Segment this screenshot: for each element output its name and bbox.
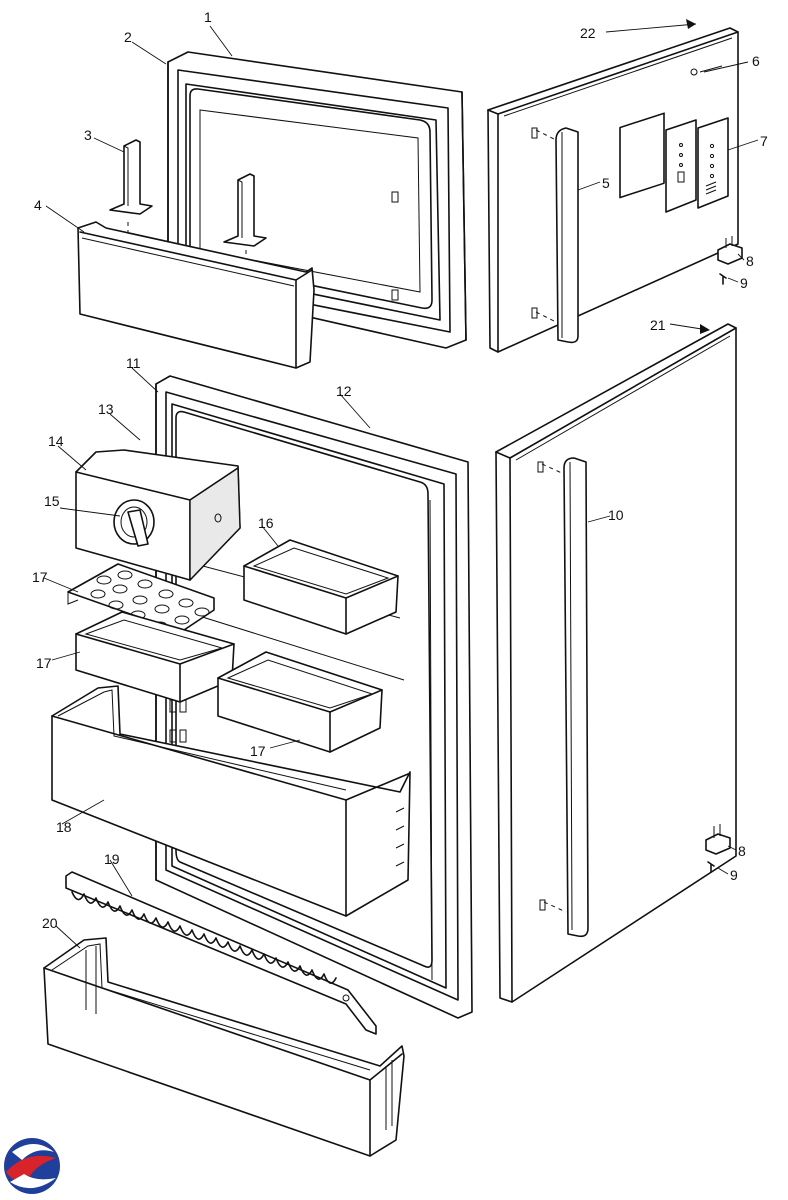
callout-labels: 1 2 3 4 5 6 7 8 9 10 11 12 13 14 15 16 1… <box>32 9 768 931</box>
door-box-left <box>75 611 235 703</box>
callout-9: 9 <box>740 275 748 291</box>
callout-11: 11 <box>126 355 141 371</box>
fridge-hinge-screw <box>707 861 715 873</box>
fridge-door-handle <box>537 457 589 938</box>
door-box-lower <box>217 651 383 753</box>
door-bracket-left <box>109 139 153 215</box>
callout-3: 3 <box>84 127 92 143</box>
bottle-shelf <box>43 937 405 1157</box>
callout-1: 1 <box>204 9 212 25</box>
callout-6: 6 <box>752 53 760 69</box>
freezer-hinge-screw <box>719 273 727 285</box>
callout-12: 12 <box>336 383 352 399</box>
freezer-door-shelf <box>77 221 315 369</box>
arrow-head-22 <box>686 19 696 29</box>
leader-lines <box>43 23 759 949</box>
callout-2: 2 <box>124 29 132 45</box>
callout-8: 8 <box>746 253 754 269</box>
freezer-door-handle <box>531 127 579 344</box>
thermostat-housing <box>75 449 241 581</box>
freezer-outer-door <box>487 27 739 353</box>
door-box-upper <box>243 539 399 635</box>
callout-22: 22 <box>580 25 596 41</box>
brand-swirl-logo <box>4 1138 60 1194</box>
callout-17-b: 17 <box>36 655 52 671</box>
callout-16: 17 <box>32 569 48 585</box>
callout-18: 18 <box>56 819 72 835</box>
callout-15: 15 <box>44 493 60 509</box>
door-bracket-right <box>223 173 267 247</box>
callout-4: 4 <box>34 197 42 213</box>
callout-14: 14 <box>48 433 64 449</box>
fridge-hinge-bracket <box>705 824 731 855</box>
callout-7: 7 <box>760 133 768 149</box>
callout-10: 10 <box>608 507 624 523</box>
bottle-retainer-bar <box>65 871 377 1035</box>
callout-13: 13 <box>98 401 114 417</box>
callout-21: 21 <box>650 317 666 333</box>
fridge-outer-door <box>495 323 737 1003</box>
callout-17-a: 16 <box>258 515 274 531</box>
callout-19: 19 <box>104 851 120 867</box>
callout-5: 5 <box>602 175 610 191</box>
arrow-head-21 <box>700 324 710 334</box>
thermostat-knob <box>113 499 155 547</box>
callout-9-b: 9 <box>730 867 738 883</box>
large-door-shelf <box>51 685 411 917</box>
callout-17-c: 17 <box>250 743 266 759</box>
callout-20: 20 <box>42 915 58 931</box>
callout-8-b: 8 <box>738 843 746 859</box>
